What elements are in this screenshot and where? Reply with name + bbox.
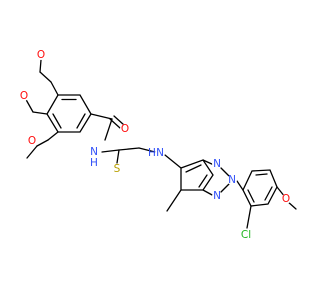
atom-cl: Cl (241, 229, 251, 241)
bond (50, 81, 59, 96)
atom-o-methoxy-1: O (37, 49, 45, 61)
label-bg (36, 50, 46, 60)
bond (32, 111, 48, 115)
atom-n-triazole-1: N (213, 158, 221, 170)
atom-n-triazole-2: N (228, 174, 236, 186)
bond (118, 147, 140, 151)
bond (90, 113, 113, 120)
atom-h-amide: H (90, 157, 98, 169)
bond (180, 159, 214, 191)
atom-o-carbonyl: O (121, 123, 129, 135)
bond (198, 174, 208, 188)
bonds (23, 59, 297, 229)
label-bg (120, 124, 130, 134)
bond (220, 167, 230, 177)
label-bg (212, 159, 222, 169)
bond (220, 183, 230, 193)
bond (166, 189, 182, 212)
label-bg (155, 148, 165, 158)
atom-o-methoxy-2: O (20, 90, 28, 102)
label-bg (19, 91, 29, 101)
bond (36, 139, 49, 147)
label-bg (240, 229, 252, 241)
bond (26, 145, 38, 159)
atom-o-methoxy-3: O (28, 135, 36, 147)
bond (164, 154, 182, 169)
bond (138, 147, 156, 153)
atom-n-thiourea: N (156, 147, 164, 159)
bond (116, 149, 120, 164)
label-bg (88, 146, 100, 158)
bond (104, 118, 113, 141)
atom-labels: O O O O N H S N H N N N Cl O (19, 49, 291, 241)
label-bg (27, 136, 37, 146)
bond (76, 113, 86, 129)
label-bg (112, 164, 122, 174)
atom-h-thiourea: H (148, 147, 156, 159)
bond (185, 164, 202, 173)
label-bg (281, 194, 291, 204)
label-bg (212, 191, 222, 201)
bond (46, 94, 92, 133)
bond (255, 173, 268, 176)
atom-o-methoxy-4: O (282, 193, 290, 205)
bond (246, 205, 252, 229)
atom-s-thione: S (114, 163, 121, 175)
label-bg (227, 175, 237, 185)
bond (47, 131, 59, 141)
bond (236, 180, 244, 191)
bond (113, 115, 125, 126)
bond (39, 59, 42, 73)
bond (247, 189, 255, 203)
molecule-structure: O O O O N H S N H N N N Cl O (19, 49, 297, 241)
atom-n-triazole-3: N (213, 190, 221, 202)
atom-n-amide: N (90, 146, 98, 158)
bond (101, 149, 120, 153)
bond (264, 186, 273, 201)
bond (39, 71, 52, 83)
bond (52, 113, 62, 129)
